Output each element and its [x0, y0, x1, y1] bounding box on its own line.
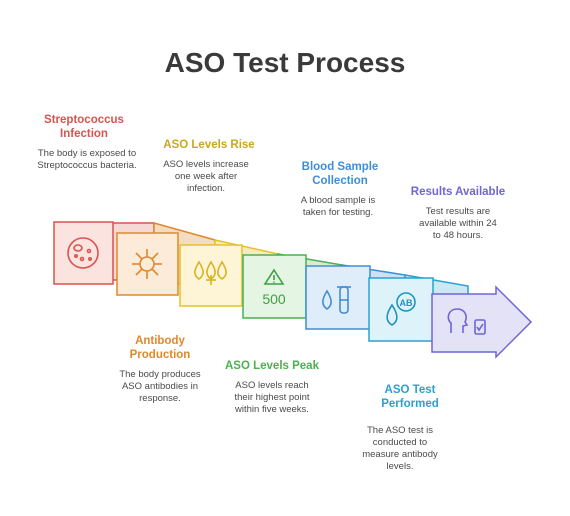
- blood-tube-icon: [322, 286, 351, 314]
- step-6-label: ASO Test Performed The ASO test is condu…: [356, 383, 464, 473]
- step-7-arrow: [431, 285, 533, 359]
- antibody-test-icon: AB: [386, 292, 416, 326]
- step-7-desc: Test results are available within 24 to …: [419, 206, 497, 241]
- antibody-cell-icon: [132, 249, 162, 279]
- step-2-title: Antibody Production: [129, 335, 191, 361]
- step-2-label: Antibody Production The body produces AS…: [106, 334, 214, 405]
- step-4-label: ASO Levels Peak ASO levels reach their h…: [212, 359, 332, 416]
- step-1-desc: The body is exposed to Streptococcus bac…: [37, 148, 137, 171]
- step-6-title: ASO Test Performed: [381, 384, 439, 410]
- step-4-desc: ASO levels reach their highest point wit…: [234, 380, 310, 415]
- antibody-label-text: AB: [400, 298, 413, 308]
- step-5-desc: A blood sample is taken for testing.: [300, 195, 376, 218]
- page-title: ASO Test Process: [164, 47, 406, 78]
- step-5-title: Blood Sample Collection: [301, 161, 379, 187]
- step-7-label: Results Available Test results are avail…: [404, 185, 512, 242]
- bacteria-petri-icon: [67, 237, 99, 269]
- step-3-title: ASO Levels Rise: [163, 139, 255, 151]
- step-5-label: Blood Sample Collection A blood sample i…: [286, 160, 394, 219]
- step-1-title: Streptococcus Infection: [44, 114, 124, 140]
- rising-drops-icon: [194, 260, 227, 285]
- peak-warning-icon: 500: [262, 268, 286, 307]
- results-person-icon: [447, 308, 486, 335]
- step-3-desc: ASO levels increase one week after infec…: [163, 159, 249, 194]
- step-2-desc: The body produces ASO antibodies in resp…: [119, 369, 201, 404]
- step-3-label: ASO Levels Rise ASO levels increase one …: [155, 138, 263, 195]
- step-1-label: Streptococcus Infection The body is expo…: [30, 113, 138, 172]
- step-6-desc: The ASO test is conducted to measure ant…: [362, 425, 438, 472]
- step-7-title: Results Available: [410, 186, 506, 198]
- peak-value-text: 500: [262, 291, 286, 307]
- step-4-title: ASO Levels Peak: [225, 360, 319, 372]
